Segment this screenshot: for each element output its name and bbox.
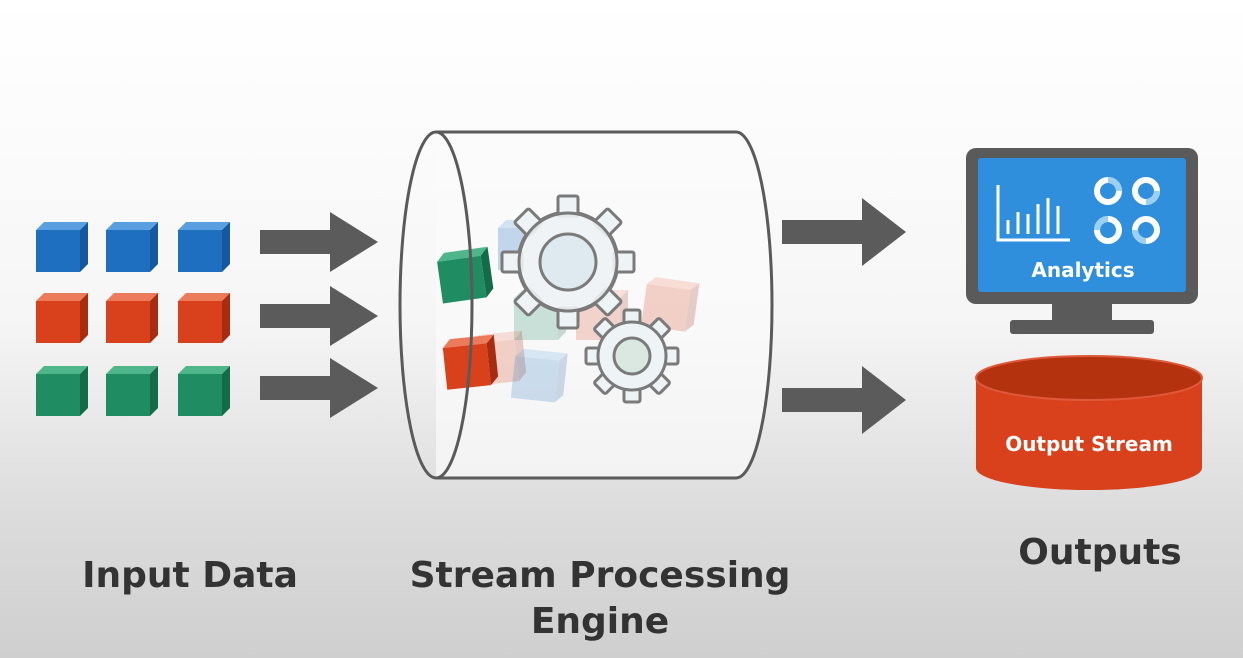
entering-cube-icon — [442, 334, 499, 390]
input-arrows — [260, 212, 378, 418]
outputs-label: Outputs — [1018, 532, 1182, 573]
engine-label-line-1: Stream Processing — [409, 555, 791, 596]
data-cube-icon — [106, 222, 158, 272]
input-data-label: Input Data — [82, 555, 298, 596]
data-cube-icon — [106, 293, 158, 343]
stream-processing-engine-label: Stream Processing Engine — [380, 553, 820, 645]
arrow-right-icon — [260, 286, 378, 346]
data-cube-icon — [178, 293, 230, 343]
cube-row-blue — [36, 222, 230, 272]
cube-row-red — [36, 293, 230, 343]
data-cube-icon — [178, 222, 230, 272]
arrow-right-icon — [782, 366, 906, 434]
stream-processing-cylinder — [398, 130, 774, 480]
output-arrows — [782, 198, 906, 434]
entering-cube-icon — [437, 246, 494, 304]
analytics-monitor-icon: Analytics — [966, 148, 1198, 334]
donut-charts-icon — [1094, 177, 1160, 244]
data-cube-icon — [178, 366, 230, 416]
small-gear-icon — [584, 308, 680, 404]
bar-chart-icon — [996, 185, 1070, 242]
engine-label-line-2: Engine — [530, 601, 670, 642]
input-data-cubes — [36, 222, 230, 416]
arrow-right-icon — [260, 212, 378, 272]
data-cube-icon — [36, 366, 88, 416]
data-cube-icon — [106, 366, 158, 416]
large-gear-icon — [500, 194, 636, 330]
analytics-label: Analytics — [1031, 258, 1134, 282]
cube-row-green — [36, 366, 230, 416]
faded-cube-icon — [510, 348, 568, 403]
output-stream-label: Output Stream — [1005, 432, 1173, 456]
faded-cube-icon — [641, 277, 700, 332]
arrow-right-icon — [260, 358, 378, 418]
data-cube-icon — [36, 222, 88, 272]
arrow-right-icon — [782, 198, 906, 266]
output-stream-database-icon: Output Stream — [975, 355, 1203, 490]
data-cube-icon — [36, 293, 88, 343]
